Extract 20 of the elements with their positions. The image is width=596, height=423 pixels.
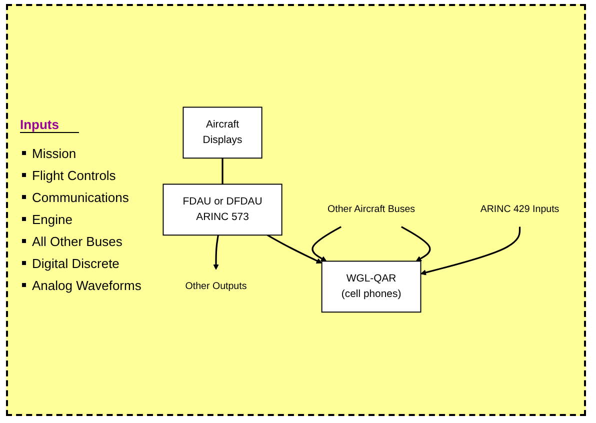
connector — [222, 158, 224, 185]
arrow — [401, 226, 431, 262]
node-text: Other Aircraft Buses — [328, 204, 416, 216]
arrow — [420, 227, 521, 276]
list-heading: Inputs — [20, 117, 79, 133]
node-box: FDAU or DFDAU ARINC 573 — [162, 184, 282, 236]
arrow — [266, 234, 322, 264]
node-text: ARINC 429 Inputs — [480, 204, 560, 216]
list-item: Digital Discrete — [32, 256, 120, 271]
arrow — [213, 235, 220, 270]
list-item: Flight Controls — [32, 168, 116, 183]
list-item: Analog Waveforms — [32, 278, 142, 293]
node-box: WGL-QAR (cell phones) — [321, 261, 422, 313]
node-box: Aircraft Displays — [182, 107, 262, 159]
list-item: Mission — [32, 146, 76, 161]
arrow — [312, 226, 342, 262]
list-item: All Other Buses — [32, 234, 122, 249]
node-text: Other Outputs — [185, 280, 247, 292]
list-item: Communications — [32, 190, 129, 205]
list-item: Engine — [32, 212, 72, 227]
